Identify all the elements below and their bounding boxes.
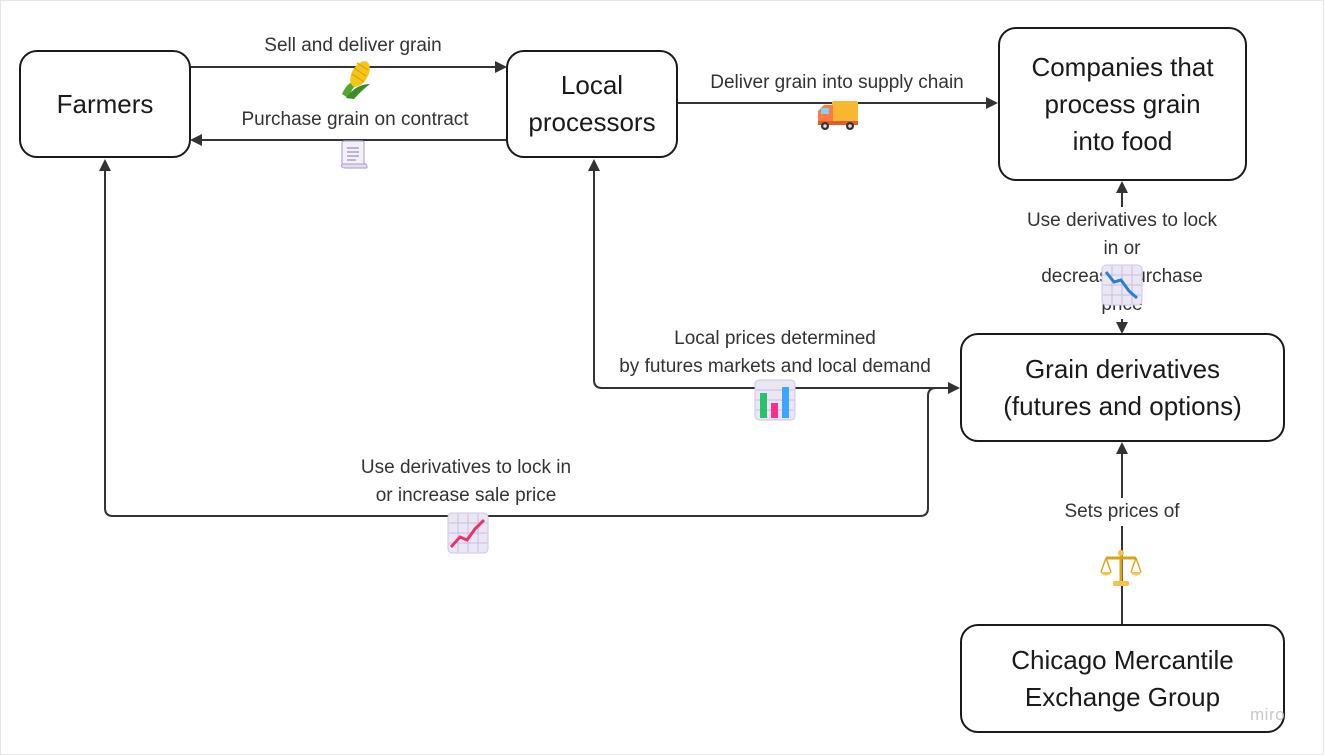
node-grain-derivatives[interactable]: Grain derivatives (futures and options) [960, 333, 1285, 442]
label-farmers-derivatives: Use derivatives to lock in or increase s… [360, 457, 572, 506]
scroll-icon [340, 140, 368, 169]
node-local-processors[interactable]: Local processors [506, 50, 678, 158]
node-companies[interactable]: Companies that process grain into food [998, 27, 1247, 181]
label-purchase-contract: Purchase grain on contract [241, 109, 469, 130]
edge-farmers-derivatives[interactable] [99, 159, 958, 517]
label-sell-deliver: Sell and deliver grain [264, 35, 442, 56]
chart-increasing-icon [447, 512, 489, 554]
label-local-prices: Local prices determined by futures marke… [619, 328, 931, 377]
miro-watermark: miro [1250, 705, 1286, 724]
chart-decreasing-icon [1101, 264, 1143, 306]
balance-scale-icon [1100, 550, 1142, 586]
label-sets-prices: Sets prices of [1060, 498, 1184, 526]
edge-local-prices[interactable] [588, 159, 958, 389]
node-farmers[interactable]: Farmers [19, 50, 191, 158]
node-cme-group[interactable]: Chicago Mercantile Exchange Group [960, 624, 1285, 733]
bar-chart-icon [754, 379, 796, 421]
truck-icon [818, 101, 858, 130]
label-deliver-supply-chain: Deliver grain into supply chain [710, 72, 964, 93]
corn-icon [342, 61, 370, 99]
